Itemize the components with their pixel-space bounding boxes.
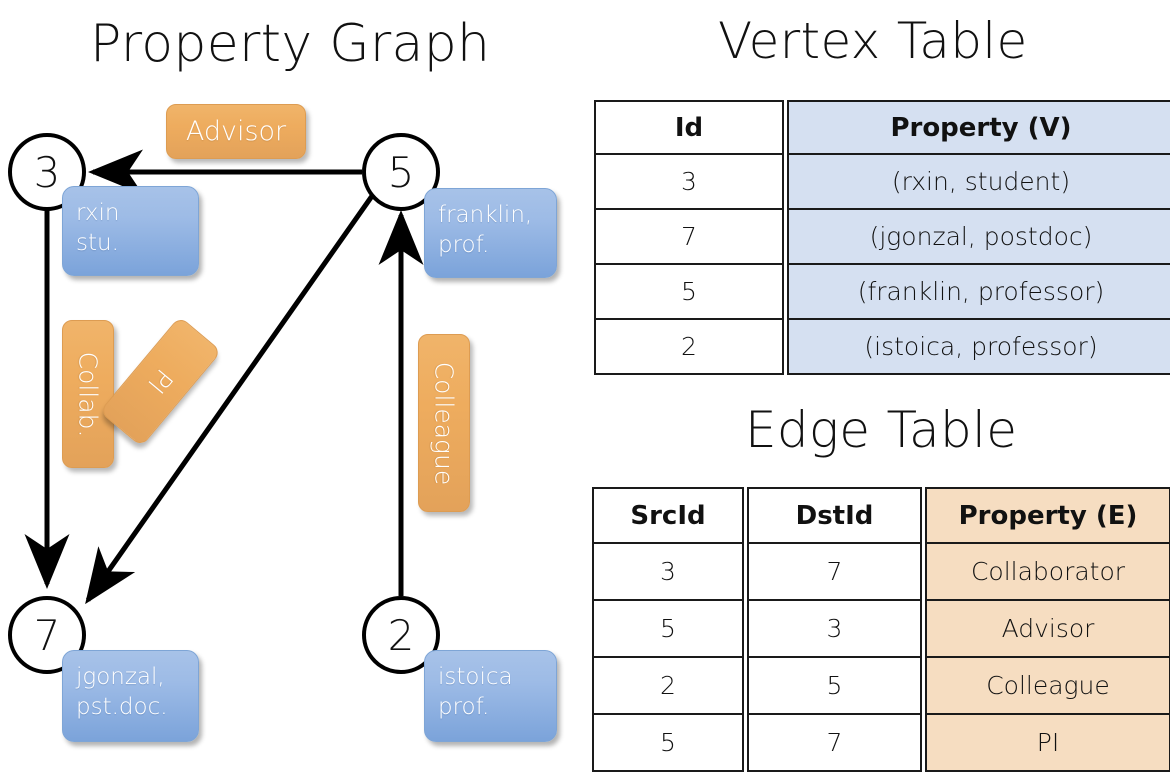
vertex-property-box-istoica: istoica prof. (424, 650, 557, 742)
table-cell: 3 (747, 601, 922, 658)
property-graph-diagram: 3 5 7 2 rxin stu. franklin, prof. jgonza… (0, 0, 585, 760)
table-cell: 7 (594, 210, 784, 265)
vertex-table-id-column: Id 3 7 5 2 (594, 100, 784, 375)
vertex-property-line-1: franklin, (438, 202, 533, 228)
table-cell: 5 (592, 715, 744, 772)
vertex-node-2[interactable]: 2 (362, 596, 440, 674)
table-cell: Colleague (925, 658, 1170, 715)
table-cell: (franklin, professor) (787, 265, 1170, 320)
table-cell: 7 (747, 544, 922, 601)
vertex-property-line-2: pst.doc. (76, 694, 168, 721)
table-cell: 3 (594, 155, 784, 210)
edge-table-dstid-column: DstId 7 3 5 7 (747, 487, 922, 772)
edge-label-pi-text: PI (142, 363, 179, 400)
table-cell: (rxin, student) (787, 155, 1170, 210)
vertex-property-box-rxin: rxin stu. (62, 186, 199, 276)
table-cell: 7 (747, 715, 922, 772)
table-cell: 3 (592, 544, 744, 601)
edge-table-srcid-column: SrcId 3 5 2 5 (592, 487, 744, 772)
edge-label-collab-text: Collab. (73, 351, 103, 437)
table-cell: 5 (594, 265, 784, 320)
page-title-edge-table: Edge Table (745, 401, 1018, 459)
table-cell: (istoica, professor) (787, 320, 1170, 375)
table-cell: PI (925, 715, 1170, 772)
table-cell: Collaborator (925, 544, 1170, 601)
table-cell: Advisor (925, 601, 1170, 658)
edge-table-header-srcid: SrcId (592, 487, 744, 544)
edge-label-advisor: Advisor (166, 104, 306, 159)
vertex-property-box-franklin: franklin, prof. (424, 188, 557, 278)
vertex-table: Id 3 7 5 2 Property (V) (rxin, student) … (594, 100, 1170, 375)
vertex-table-header-id: Id (594, 100, 784, 155)
table-cell: (jgonzal, postdoc) (787, 210, 1170, 265)
table-cell: 2 (592, 658, 744, 715)
table-cell: 5 (592, 601, 744, 658)
vertex-property-line-1: jgonzal, (76, 664, 165, 690)
edge-table-header-dstid: DstId (747, 487, 922, 544)
table-cell: 2 (594, 320, 784, 375)
page-title-property-graph: Property Graph (90, 14, 491, 74)
vertex-property-line-2: prof. (438, 694, 490, 721)
vertex-property-line-2: prof. (438, 232, 490, 259)
table-cell: 5 (747, 658, 922, 715)
vertex-table-header-property: Property (V) (787, 100, 1170, 155)
edge-table-property-column: Property (E) Collaborator Advisor Collea… (925, 487, 1170, 772)
edge-label-advisor-text: Advisor (185, 116, 287, 147)
vertex-property-line-1: istoica (438, 664, 513, 690)
edge-label-colleague: Colleague (418, 334, 470, 512)
edge-table: SrcId 3 5 2 5 DstId 7 3 5 7 Property (E)… (592, 487, 1170, 772)
edge-label-colleague-text: Colleague (429, 361, 459, 485)
vertex-property-box-jgonzal: jgonzal, pst.doc. (62, 650, 199, 742)
graph-edges-svg (24, 149, 424, 605)
edge-table-header-property: Property (E) (925, 487, 1170, 544)
vertex-property-line-1: rxin (76, 200, 120, 226)
vertex-property-line-2: stu. (76, 230, 119, 257)
page-title-vertex-table: Vertex Table (718, 12, 1028, 70)
vertex-node-5[interactable]: 5 (362, 133, 440, 211)
edge-label-collab: Collab. (62, 320, 114, 468)
edge-5-to-7-pi (85, 194, 375, 605)
vertex-table-property-column: Property (V) (rxin, student) (jgonzal, p… (787, 100, 1170, 375)
